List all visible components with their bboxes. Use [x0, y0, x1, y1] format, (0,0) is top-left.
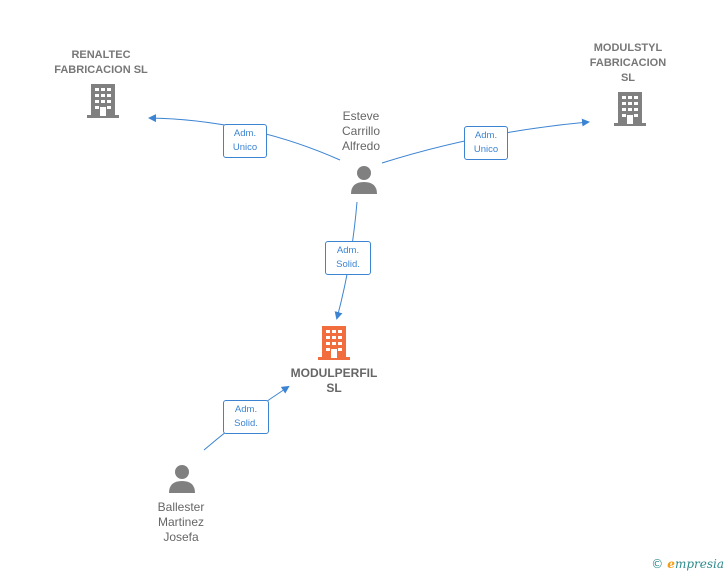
- empresia-logo: ©empresia: [651, 557, 724, 571]
- building-icon-renaltec[interactable]: [87, 84, 119, 120]
- building-icon-modulstyl[interactable]: [614, 92, 646, 128]
- person-icon-esteve[interactable]: [349, 165, 379, 195]
- node-label-modulstyl: MODULSTYL FABRICACION SL: [589, 42, 667, 84]
- building-icon-modulperfil[interactable]: [318, 326, 350, 362]
- person-icon-ballester[interactable]: [167, 464, 197, 494]
- edge-label-esteve-modulstyl[interactable]: Adm. Unico: [464, 126, 508, 160]
- person-label-esteve: Esteve Carrillo Alfredo: [341, 109, 381, 153]
- copyright-symbol: ©: [651, 557, 664, 571]
- node-label-modulperfil: MODULPERFIL SL: [290, 366, 378, 395]
- edge-label-esteve-renaltec[interactable]: Adm. Unico: [223, 124, 267, 158]
- node-label-renaltec: RENALTEC FABRICACION SL: [54, 49, 148, 76]
- edge-label-esteve-modulperfil[interactable]: Adm. Solid.: [325, 241, 371, 275]
- edge-label-ballester-modulperfil[interactable]: Adm. Solid.: [223, 400, 269, 434]
- person-label-ballester: Ballester Martinez Josefa: [157, 500, 205, 544]
